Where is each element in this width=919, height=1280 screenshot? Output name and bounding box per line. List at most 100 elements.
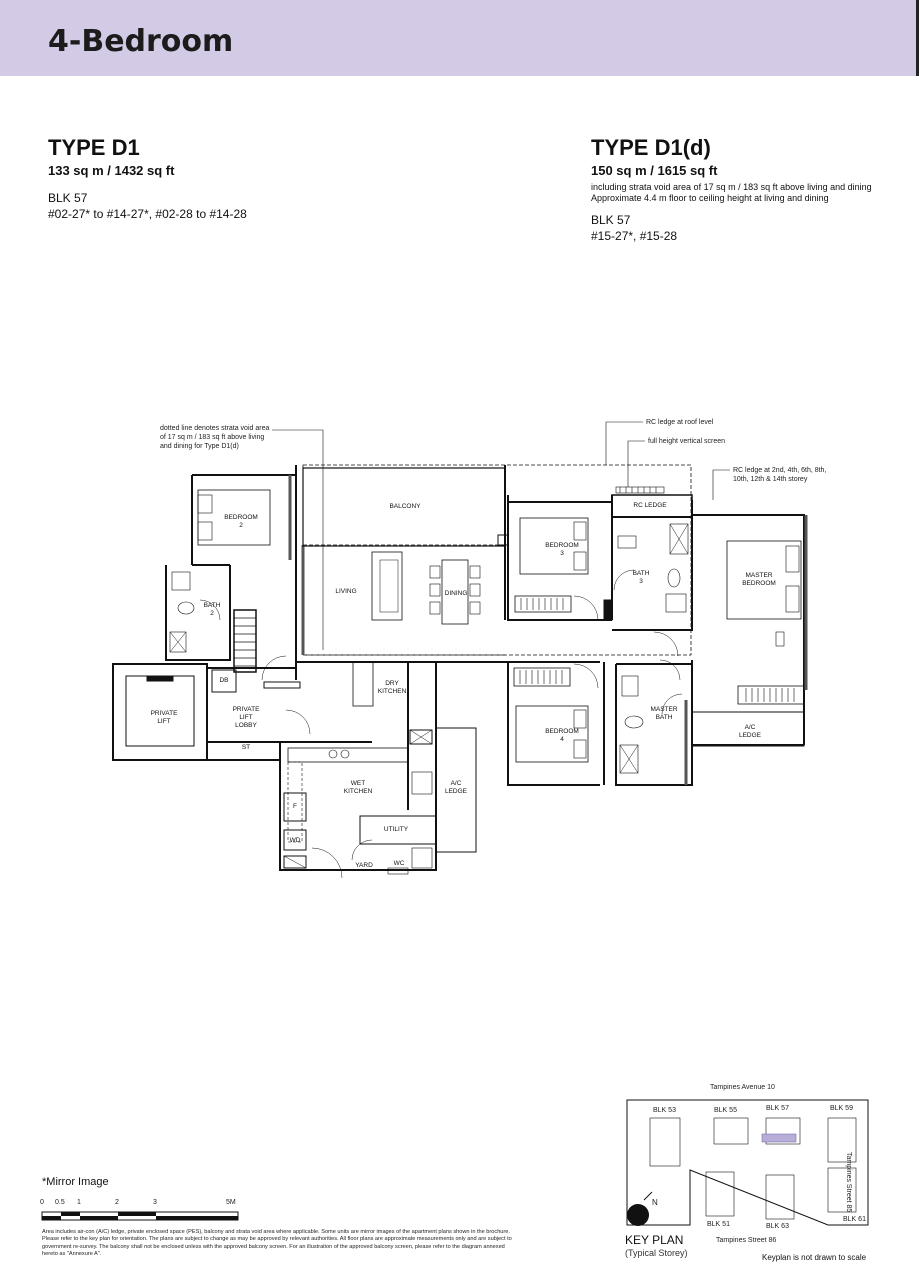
- scale-label-2: 2: [115, 1199, 119, 1206]
- road-tampines-avenue-10: Tampines Avenue 10: [710, 1084, 775, 1091]
- master-bedroom-walls: [691, 500, 805, 746]
- scale-label-1: 1: [77, 1199, 81, 1206]
- key-blk-61: BLK 61: [843, 1216, 866, 1223]
- rc-storey-leader: [712, 469, 730, 500]
- label-f: F: [293, 803, 297, 810]
- bedroom-4-walls: [507, 661, 605, 786]
- label-balcony: BALCONY: [389, 503, 421, 510]
- type-d1d-units: #15-27*, #15-28: [591, 229, 678, 243]
- private-lift-walls: [112, 663, 208, 761]
- road-tampines-street-86: Tampines Street 86: [716, 1237, 777, 1244]
- type-d1d-blk: BLK 57: [591, 213, 631, 227]
- master-bath-walls: [615, 663, 693, 786]
- label-wd: WD: [289, 837, 301, 844]
- bath-3-walls: [612, 516, 693, 631]
- page-header: 4-Bedroom: [0, 0, 919, 76]
- key-plan-blk57-highlight: [761, 1133, 797, 1143]
- label-st: ST: [241, 744, 251, 751]
- key-blk-55: BLK 55: [714, 1107, 737, 1114]
- dry-kitchen-island: [352, 661, 374, 707]
- rc-roof-callout: RC ledge at roof level: [646, 419, 714, 426]
- screen-callout: full height vertical screen: [648, 438, 726, 445]
- ac-ledge-center: [435, 727, 477, 853]
- scale-label-0-5: 0.5: [55, 1199, 65, 1206]
- living-sofa: [371, 551, 403, 621]
- label-yard: YARD: [355, 862, 373, 869]
- page-title: 4-Bedroom: [48, 24, 234, 59]
- bedroom-3-wardrobe: [514, 595, 572, 613]
- mirror-image-note: *Mirror Image: [42, 1176, 109, 1188]
- void-leader-line: [272, 429, 324, 650]
- scale-bar: [41, 1211, 239, 1221]
- key-plan-note: Keyplan is not drawn to scale: [762, 1253, 867, 1262]
- north-arrow-icon: [627, 1204, 649, 1226]
- void-callout-line-1: dotted line denotes strata void area: [160, 425, 270, 432]
- type-d1-area: 133 sq m / 1432 sq ft: [48, 163, 175, 178]
- key-blk-53: BLK 53: [653, 1107, 676, 1114]
- db-panel: [233, 609, 257, 673]
- rc-storey-line-2: 10th, 12th & 14th storey: [733, 476, 808, 483]
- key-blk-57: BLK 57: [766, 1105, 789, 1112]
- disclaimer-text: Area includes air-con (A/C) ledge, priva…: [42, 1229, 512, 1258]
- void-callout-line-2: of 17 sq m / 183 sq ft above living: [160, 434, 265, 441]
- key-plan-subtitle: (Typical Storey): [625, 1248, 688, 1258]
- label-living: LIVING: [335, 588, 357, 595]
- road-tampines-street-85: Tampines Street 85: [845, 1152, 852, 1213]
- rc-storey-callout: RC ledge at 2nd, 4th, 6th, 8th, 10th, 12…: [733, 466, 826, 484]
- strata-void-dotted: [302, 464, 692, 656]
- key-blk-63: BLK 63: [766, 1223, 789, 1230]
- bedroom-4-wardrobe: [513, 667, 571, 687]
- type-d1-info: TYPE D1 133 sq m / 1432 sq ft BLK 57 #02…: [48, 135, 247, 222]
- fridge: [283, 792, 307, 822]
- rc-roof-leader: [605, 421, 643, 465]
- scale-label-3: 3: [153, 1199, 157, 1206]
- master-bed: [726, 540, 802, 620]
- scale-label-0: 0: [40, 1199, 44, 1206]
- rc-storey-line-1: RC ledge at 2nd, 4th, 6th, 8th,: [733, 467, 827, 474]
- key-plan-title: KEY PLAN: [625, 1233, 684, 1247]
- type-d1d-note-height: Approximate 4.4 m floor to ceiling heigh…: [591, 193, 829, 203]
- screen-leader: [627, 440, 645, 487]
- bedroom-2-walls: [191, 465, 297, 680]
- dining-table: [441, 559, 469, 625]
- bedroom-4-bed: [515, 705, 589, 763]
- bedroom-3-bed: [519, 517, 589, 575]
- type-d1-title: TYPE D1: [48, 135, 140, 160]
- north-label: N: [652, 1198, 658, 1207]
- key-blk-51: BLK 51: [707, 1221, 730, 1228]
- master-wardrobe: [737, 685, 805, 705]
- label-utility: UTILITY: [383, 826, 409, 833]
- label-wc: WC: [393, 860, 405, 867]
- void-callout-line-3: and dining for Type D1(d): [160, 443, 239, 450]
- bath-2-walls: [165, 565, 231, 661]
- key-blk-59: BLK 59: [830, 1105, 853, 1112]
- key-plan: [626, 1099, 869, 1226]
- bedroom-2-bed: [197, 489, 271, 546]
- type-d1-blk: BLK 57: [48, 191, 88, 205]
- label-dining: DINING: [444, 590, 468, 597]
- washer-dryer: [283, 829, 307, 851]
- type-d1-units: #02-27* to #14-27*, #02-28 to #14-28: [48, 207, 247, 221]
- type-d1d-area: 150 sq m / 1615 sq ft: [591, 163, 718, 178]
- void-callout: dotted line denotes strata void area of …: [160, 424, 269, 451]
- label-rc-ledge: RC LEDGE: [633, 502, 667, 509]
- type-d1d-title: TYPE D1(d): [591, 135, 711, 160]
- type-d1d-info: TYPE D1(d) 150 sq m / 1615 sq ft includi…: [591, 135, 872, 244]
- label-db: DB: [219, 677, 229, 684]
- key-plan-site-outline: [626, 1099, 869, 1226]
- scale-label-5m: 5M: [226, 1199, 236, 1206]
